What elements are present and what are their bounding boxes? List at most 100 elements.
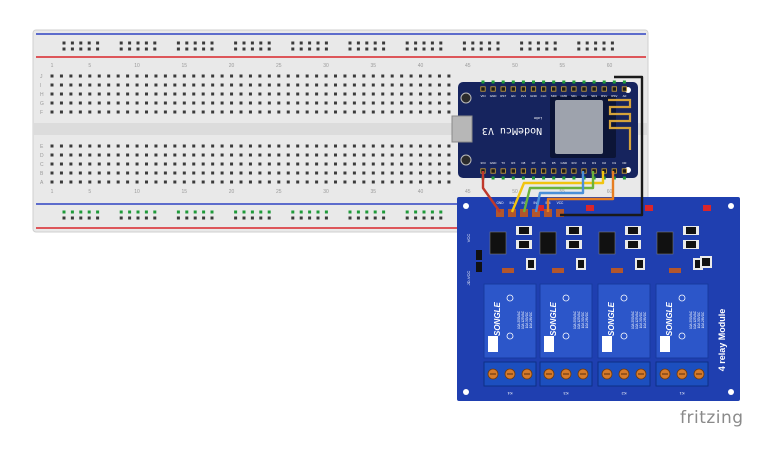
rail-hole (267, 41, 271, 45)
breadboard-hole (315, 144, 319, 148)
rail-hole (356, 210, 360, 214)
breadboard-hole (192, 162, 196, 166)
breadboard-hole (381, 74, 385, 78)
rail-hole (348, 41, 352, 45)
breadboard-hole (145, 74, 148, 78)
breadboard-hole (334, 180, 337, 184)
breadboard-hole (324, 101, 328, 105)
breadboard-hole (381, 144, 385, 148)
breadboard-hole (201, 162, 205, 166)
rail-hole (153, 216, 157, 220)
rail-hole (185, 41, 189, 45)
breadboard-hole (267, 171, 271, 175)
rail-hole (291, 216, 295, 220)
rail-hole (316, 210, 320, 214)
breadboard-hole (192, 153, 196, 157)
rail-hole (87, 47, 91, 51)
nodemcu-pin-label: D2 (602, 161, 606, 165)
column-number: 45 (465, 189, 471, 195)
rail-hole (439, 41, 443, 45)
breadboard-hole (371, 180, 375, 184)
breadboard-hole (315, 162, 319, 166)
breadboard-hole (97, 144, 101, 148)
breadboard-hole (286, 74, 290, 78)
rail-hole (202, 47, 206, 51)
breadboard-hole (400, 83, 404, 87)
rail-hole (462, 47, 466, 51)
breadboard-hole (220, 162, 224, 166)
rail-hole (119, 216, 123, 220)
breadboard-hole (419, 74, 423, 78)
rail-hole (553, 47, 557, 51)
nodemcu-pin-label: D4 (582, 161, 586, 165)
rail-hole (414, 47, 418, 51)
relay-rating: 10A 28VDC (643, 311, 647, 328)
nodemcu-pin-label: 3V3 (521, 94, 527, 98)
breadboard-hole-green (562, 80, 566, 84)
relay-header-label: VCC (557, 201, 564, 205)
breadboard-hole (258, 171, 262, 175)
rail-hole (308, 216, 312, 220)
relay-rating: 10A 28VDC (585, 311, 589, 328)
column-number: 50 (512, 63, 518, 69)
breadboard-hole (230, 144, 234, 148)
breadboard-hole (437, 180, 441, 184)
breadboard-hole (352, 92, 356, 96)
rail-hole (520, 47, 524, 51)
breadboard-hole (107, 162, 111, 166)
breadboard-hole (419, 92, 423, 96)
breadboard-hole (400, 101, 404, 105)
breadboard-hole (211, 171, 215, 175)
breadboard-hole (78, 110, 82, 114)
breadboard-hole (116, 171, 120, 175)
breadboard-hole (88, 110, 92, 114)
breadboard-hole (428, 153, 432, 157)
nodemcu-pin (571, 86, 577, 92)
column-number: 35 (371, 63, 377, 69)
breadboard-hole (296, 144, 300, 148)
breadboard-hole (182, 171, 186, 175)
breadboard-hole (69, 153, 73, 157)
breadboard-hole (220, 144, 224, 148)
relay-header-pin (556, 209, 564, 217)
relay-brand: SONGLE (607, 302, 616, 336)
breadboard-hole (248, 74, 252, 78)
rail-hole (136, 210, 140, 214)
breadboard-hole (267, 153, 271, 157)
breadboard-hole (371, 110, 375, 114)
rail-hole (365, 210, 369, 214)
breadboard-hole (437, 110, 441, 114)
rail-hole (210, 210, 214, 214)
rail-hole (536, 47, 540, 51)
wires (481, 75, 644, 217)
breadboard-hole (277, 101, 281, 105)
column-number: 20 (229, 63, 235, 69)
smd-resistor (611, 268, 623, 273)
breadboard-hole-green (511, 80, 515, 84)
breadboard-hole (182, 153, 186, 157)
breadboard-hole (277, 83, 281, 87)
breadboard-hole (192, 171, 196, 175)
rail-hole (234, 41, 238, 45)
breadboard-hole-green (602, 80, 606, 84)
relay-cqc-mark (562, 332, 570, 340)
breadboard-hole (211, 74, 215, 78)
breadboard-hole (126, 180, 130, 184)
breadboard-hole (116, 74, 120, 78)
breadboard-hole (145, 171, 148, 175)
resistor (519, 227, 529, 234)
breadboard-hole (88, 153, 92, 157)
breadboard-hole-green (542, 80, 546, 84)
rail-hole (299, 210, 303, 214)
breadboard-hole (267, 180, 271, 184)
relay-header-pin (544, 209, 552, 217)
nodemcu-pin (561, 86, 567, 92)
relay-header-pin (532, 209, 540, 217)
breadboard-hole (400, 171, 404, 175)
breadboard-hole (447, 171, 451, 175)
rail-hole (87, 216, 91, 220)
relay-rating: 10A 28VDC (529, 311, 533, 328)
rail-hole (119, 210, 123, 214)
breadboard-hole (390, 92, 394, 96)
breadboard-hole (163, 74, 167, 78)
